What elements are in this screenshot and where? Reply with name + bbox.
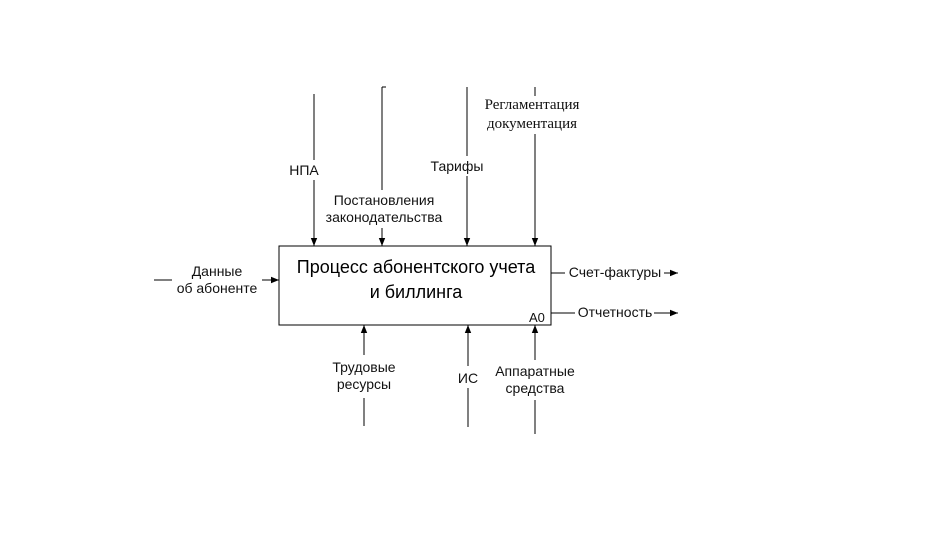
mechanism-label-labor: Трудовые ресурсы — [324, 359, 404, 393]
control-label-tariffs-text: Тарифы — [430, 158, 484, 174]
control-label-tariffs: Тарифы — [422, 158, 492, 175]
input-label-data: Данные об абоненте — [172, 263, 262, 297]
output-label-reports-text: Отчетность — [577, 304, 653, 320]
mechanism-label-hardware-line1: Аппаратные — [495, 363, 575, 379]
process-id: A0 — [529, 310, 545, 325]
process-box[interactable] — [278, 245, 552, 326]
mechanism-label-labor-line2: ресурсы — [336, 376, 392, 392]
output-label-reports: Отчетность — [574, 304, 656, 321]
mechanism-label-is-text: ИС — [457, 370, 479, 386]
control-label-regulation-line2: документация — [486, 116, 578, 132]
control-label-decrees: Постановления законодательства — [312, 192, 456, 226]
process-title-line2: и биллинга — [369, 282, 463, 302]
input-label-line1: Данные — [191, 263, 243, 279]
control-label-regulation: Регламентация документация — [472, 96, 592, 134]
control-label-npa: НПА — [274, 162, 334, 179]
control-label-decrees-line1: Постановления — [333, 192, 435, 208]
control-label-regulation-line1: Регламентация — [484, 97, 580, 113]
output-label-invoices: Счет-фактуры — [565, 264, 665, 281]
process-title-line1: Процесс абонентского учета — [296, 257, 536, 277]
mechanism-label-labor-line1: Трудовые — [332, 359, 396, 375]
mechanism-label-hardware-line2: средства — [505, 380, 565, 396]
process-title: Процесс абонентского учета и биллинга — [282, 255, 550, 305]
input-label-line2: об абоненте — [176, 280, 258, 296]
mechanism-label-is: ИС — [448, 370, 488, 387]
control-label-decrees-line2: законодательства — [325, 209, 443, 225]
mechanism-label-hardware: Аппаратные средства — [487, 363, 583, 397]
control-label-npa-text: НПА — [289, 162, 319, 178]
output-label-invoices-text: Счет-фактуры — [568, 264, 662, 280]
